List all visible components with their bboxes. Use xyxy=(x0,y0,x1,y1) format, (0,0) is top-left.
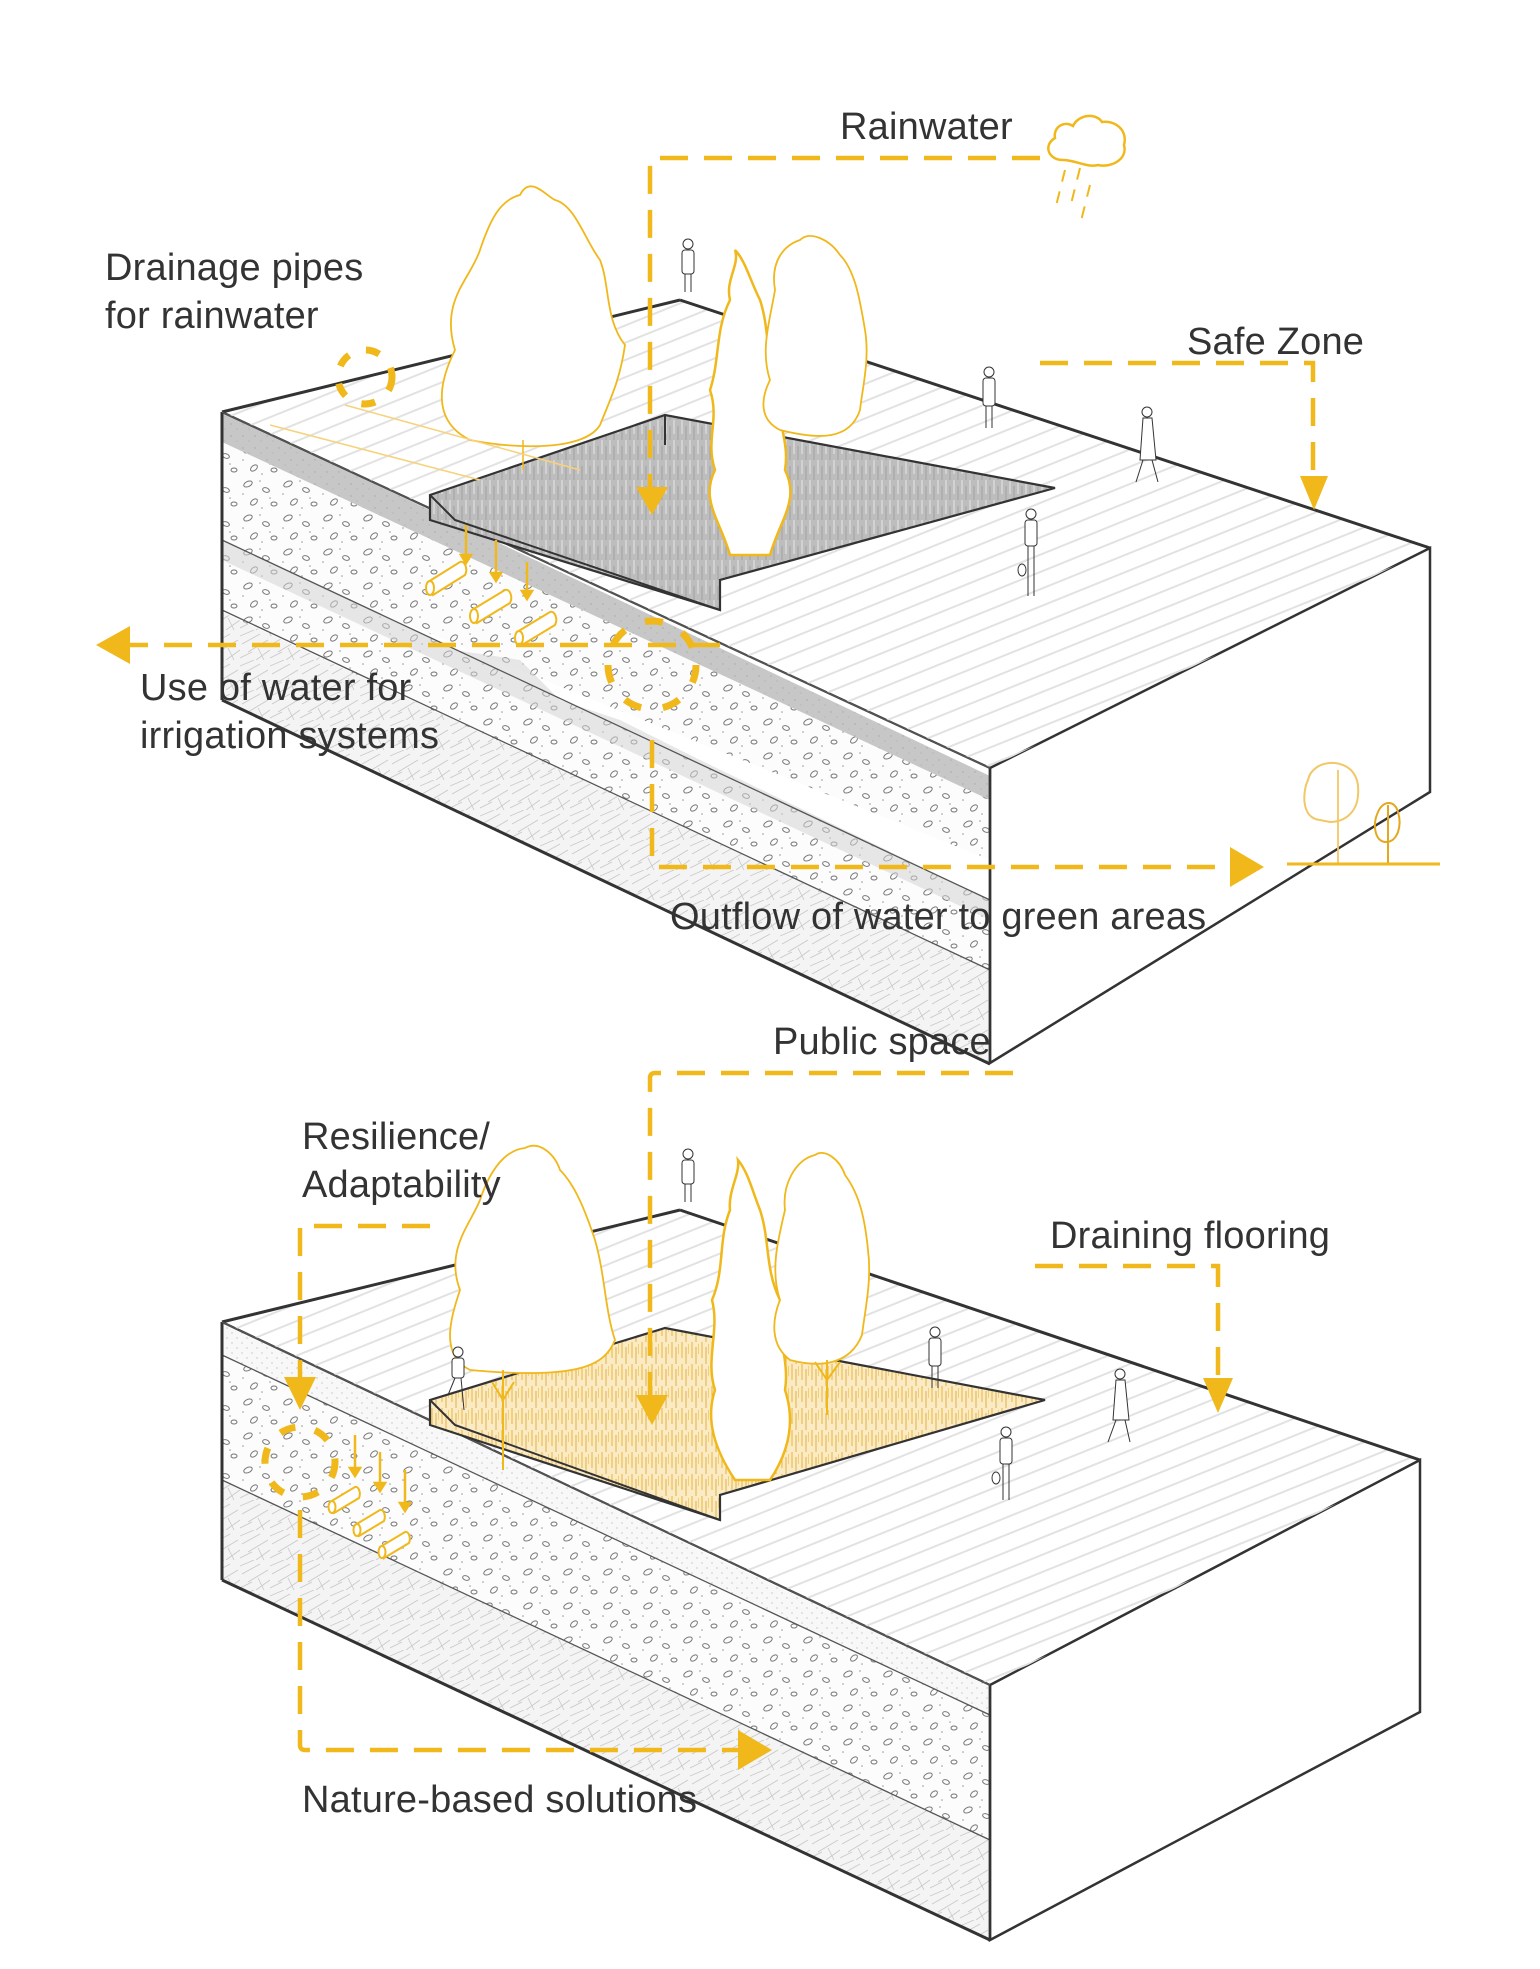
draining-flooring-flow-line xyxy=(1035,1263,1221,1395)
arrow-down-icon xyxy=(1203,1378,1233,1413)
flow-lines xyxy=(297,1070,1221,1753)
person-icon xyxy=(982,366,996,428)
infiltration-arrows xyxy=(347,1435,413,1514)
arrow-left-icon xyxy=(96,626,130,664)
label-public-space: Public space xyxy=(773,1021,991,1063)
soil-section-left xyxy=(220,411,991,1066)
diagram-public-space xyxy=(220,1070,1422,1943)
pipe-highlight-circle xyxy=(334,346,396,408)
label-line: Use of water for xyxy=(140,667,412,709)
public-space-flow-line xyxy=(647,1070,1013,1395)
soil-section-left xyxy=(220,1321,991,1942)
person-icon xyxy=(1135,406,1159,483)
arrow-down-icon xyxy=(636,1395,668,1425)
person-icon xyxy=(928,1326,942,1388)
drainage-pipe-icon xyxy=(327,1485,411,1560)
label-line: irrigation systems xyxy=(140,715,440,757)
tree-icon xyxy=(709,1155,792,1482)
label-line: Drainage pipes xyxy=(105,247,364,289)
nature-based-flow-line xyxy=(297,1510,740,1753)
label-line: for rainwater xyxy=(105,295,319,337)
person-icon xyxy=(681,1148,695,1202)
rain-cloud-icon xyxy=(1047,114,1126,226)
label-line: Resilience/ xyxy=(302,1116,491,1158)
person-icon xyxy=(991,1426,1013,1500)
outflow-highlight-circle xyxy=(604,617,700,713)
person-icon xyxy=(447,1346,465,1411)
outflow-highlight-circle xyxy=(261,1423,339,1501)
label-irrigation: Use of water for irrigation systems xyxy=(140,664,439,760)
person-icon xyxy=(681,238,695,292)
arrow-down-icon xyxy=(1300,476,1328,510)
label-line: Adaptability xyxy=(302,1164,501,1206)
arrow-right-icon xyxy=(738,1730,772,1770)
tree-icon xyxy=(762,235,868,437)
drainage-pipe-icon xyxy=(425,560,558,647)
person-icon xyxy=(1017,508,1038,596)
person-icon xyxy=(1107,1368,1131,1443)
flow-lines xyxy=(128,155,1316,870)
tree-icon xyxy=(449,1145,616,1470)
label-rainwater: Rainwater xyxy=(840,106,1013,148)
label-outflow: Outflow of water to green areas xyxy=(670,896,1207,938)
green-area-trees-icon xyxy=(1287,761,1440,866)
arrow-right-icon xyxy=(1230,847,1264,887)
arrow-down-icon xyxy=(284,1377,316,1410)
resilience-flow-line xyxy=(297,1223,430,1380)
label-safe-zone: Safe Zone xyxy=(1187,321,1365,363)
tree-icon xyxy=(708,249,792,557)
safe-zone-flow-line xyxy=(1040,360,1316,470)
label-nature-based: Nature-based solutions xyxy=(302,1779,698,1821)
label-drainage-pipes: Drainage pipes for rainwater xyxy=(105,244,363,340)
diagram-water-management xyxy=(96,114,1440,1066)
tree-icon xyxy=(440,185,626,470)
label-resilience: Resilience/ Adaptability xyxy=(302,1113,501,1209)
tree-icon xyxy=(773,1152,871,1415)
infiltration-arrows xyxy=(458,525,535,602)
arrow-down-icon xyxy=(636,487,668,515)
label-draining-flooring: Draining flooring xyxy=(1050,1215,1331,1257)
